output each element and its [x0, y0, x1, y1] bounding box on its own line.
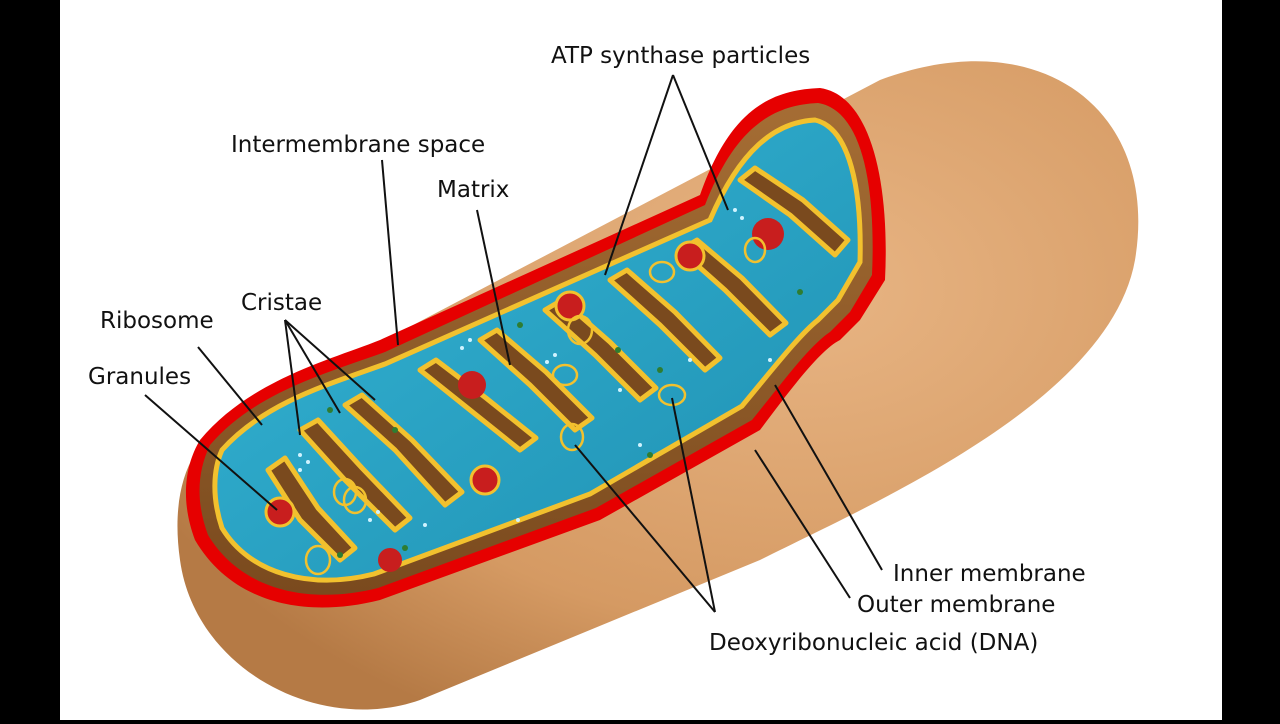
label-ribosome: Ribosome — [100, 308, 214, 334]
label-matrix: Matrix — [437, 177, 509, 203]
label-inner-membrane: Inner membrane — [893, 561, 1086, 587]
label-intermembrane-space: Intermembrane space — [231, 132, 485, 158]
label-granules: Granules — [88, 364, 191, 390]
label-outer-membrane: Outer membrane — [857, 592, 1055, 618]
label-dna: Deoxyribonucleic acid (DNA) — [709, 630, 1038, 656]
label-cristae: Cristae — [241, 290, 322, 316]
label-atp-synthase-particles: ATP synthase particles — [551, 43, 810, 69]
